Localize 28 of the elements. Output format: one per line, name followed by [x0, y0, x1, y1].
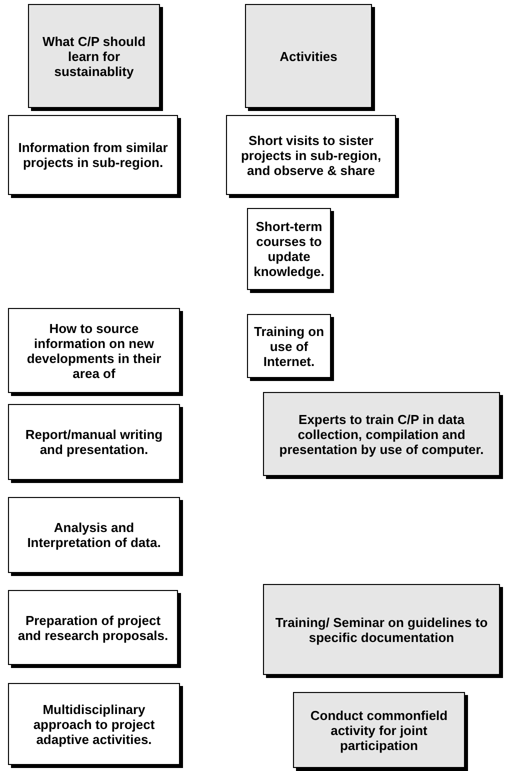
- heading-box: [28, 4, 160, 108]
- box-text: Training on use of Internet.: [252, 324, 326, 368]
- box-text: Multidisciplinary approach to project adaptive activities.: [32, 702, 156, 746]
- topic-box: [8, 683, 180, 765]
- topic-box: [8, 115, 178, 195]
- box-text: Experts to train C/P in data collection, compilation and presentation by use of computer.: [278, 412, 485, 456]
- topic-box: [8, 308, 180, 393]
- box-text: How to source information on new developments in their area of: [26, 320, 162, 380]
- box-text: Report/manual writing and presentation.: [24, 427, 164, 457]
- box-text: Training/ Seminar on guidelines to specific documentation: [274, 614, 489, 644]
- activity-box: [226, 115, 396, 195]
- topic-box: [8, 590, 178, 665]
- activity-box: [293, 692, 465, 768]
- activity-box: [247, 314, 331, 378]
- box-text: Information from similar projects in sub-region.: [17, 140, 169, 170]
- box-text: Activities: [280, 48, 338, 64]
- activity-box: [263, 584, 500, 675]
- heading-box: [245, 4, 372, 108]
- box-text: Short-term courses to update knowledge.: [252, 219, 326, 279]
- activity-box: [247, 208, 331, 290]
- box-text: Preparation of project and research proposals.: [16, 612, 170, 642]
- topic-box: [8, 497, 180, 573]
- topic-box: [8, 404, 180, 480]
- box-text: What C/P should learn for sustainablity: [41, 34, 147, 78]
- activity-box: [263, 392, 500, 476]
- box-text: Analysis and Interpretation of data.: [26, 520, 162, 550]
- box-text: Short visits to sister projects in sub-region, and observe & share: [240, 132, 382, 178]
- box-text: Conduct commonfield activity for joint participation: [309, 708, 449, 752]
